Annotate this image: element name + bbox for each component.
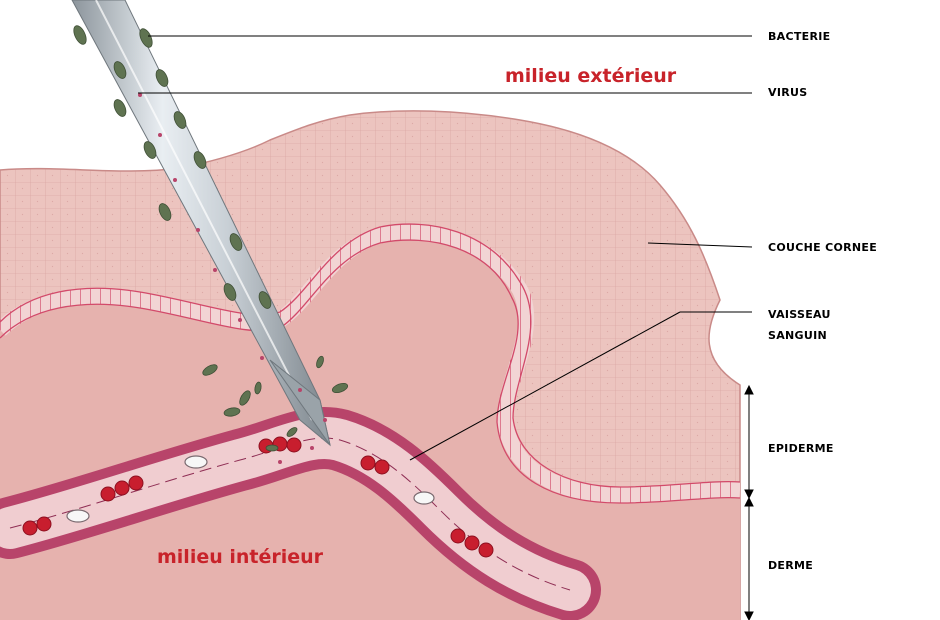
stratum-corneum-label: COUCHE CORNEE xyxy=(768,241,877,254)
bacteria-label: BACTERIE xyxy=(768,30,830,43)
blood-vessel-label-line1: VAISSEAU xyxy=(768,308,831,321)
dermis-label: DERME xyxy=(768,559,813,572)
dermis-dimension-arrow xyxy=(745,498,753,620)
epidermis-dimension-arrow xyxy=(745,386,753,498)
blood-vessel-label-line2: SANGUIN xyxy=(768,329,827,342)
virus-label: VIRUS xyxy=(768,86,807,99)
epidermis-label: EPIDERME xyxy=(768,442,834,455)
outside-label: milieu extérieur xyxy=(505,65,677,87)
inside-label: milieu intérieur xyxy=(157,546,324,568)
